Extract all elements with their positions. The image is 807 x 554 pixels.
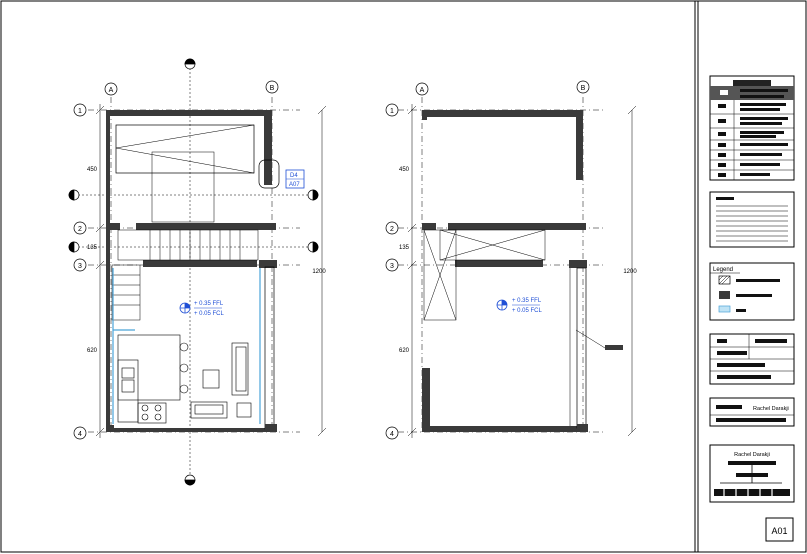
grid-row-3: 3 bbox=[78, 263, 82, 270]
designer-panel: Rachel Darakji bbox=[709, 397, 795, 427]
grid-col-b-right: B bbox=[581, 85, 586, 92]
level-upper-label-right: + 0.35 FFL bbox=[512, 298, 542, 304]
grid-row-4-right: 4 bbox=[390, 431, 394, 438]
level-lower-label-right: + 0.05 FCL bbox=[512, 308, 543, 314]
title-block: Legend Rachel Darakji bbox=[709, 75, 795, 542]
dim-450-right: 450 bbox=[399, 167, 410, 173]
legend-title: Legend bbox=[713, 267, 733, 273]
notes-panel bbox=[709, 191, 795, 248]
dim-620-right: 620 bbox=[399, 348, 410, 354]
detail-number: D4 bbox=[290, 173, 298, 179]
grid-col-a: A bbox=[109, 87, 114, 94]
project-info-table bbox=[709, 75, 795, 181]
grid-row-4: 4 bbox=[78, 431, 82, 438]
living-area bbox=[190, 342, 252, 419]
detail-sheet: A07 bbox=[289, 182, 300, 188]
level-upper-label: + 0.35 FFL bbox=[194, 301, 224, 307]
legend-panel: Legend bbox=[709, 262, 795, 321]
dim-135-right: 135 bbox=[399, 245, 410, 251]
grid-col-b: B bbox=[270, 85, 275, 92]
org-chart-name: Rachel Darakji bbox=[734, 452, 770, 458]
upper-floor-plan: + 0.35 FFL + 0.05 FCL A B 1 2 3 4 450 13… bbox=[385, 80, 637, 440]
staircase bbox=[111, 229, 259, 321]
dim-135: 135 bbox=[87, 245, 98, 251]
level-mark-right: + 0.35 FFL + 0.05 FCL bbox=[496, 298, 543, 314]
sheet-number: A01 bbox=[771, 526, 787, 536]
drawing-info-panel bbox=[709, 333, 795, 385]
kitchen bbox=[117, 334, 189, 424]
grid-row-2: 2 bbox=[78, 226, 82, 233]
grid-row-1-right: 1 bbox=[390, 108, 394, 115]
dim-1200-right: 1200 bbox=[623, 269, 637, 275]
dim-450: 450 bbox=[87, 167, 98, 173]
ground-floor-plan: + 0.35 FFL + 0.05 FCL D4 A07 A B 1 2 3 4 bbox=[68, 58, 326, 486]
detail-tag[interactable]: D4 A07 bbox=[285, 169, 305, 189]
sheet-number-box: A01 bbox=[765, 517, 794, 542]
dim-1200: 1200 bbox=[312, 269, 326, 275]
grid-row-1: 1 bbox=[78, 108, 82, 115]
level-mark-left: + 0.35 FFL + 0.05 FCL bbox=[179, 301, 225, 317]
section-marker bbox=[68, 58, 319, 486]
grid-row-3-right: 3 bbox=[390, 263, 394, 270]
dim-620: 620 bbox=[87, 348, 98, 354]
org-chart-panel: Rachel Darakji bbox=[709, 444, 795, 503]
roof-panel bbox=[115, 124, 255, 174]
grid-row-2-right: 2 bbox=[390, 226, 394, 233]
grid-col-a-right: A bbox=[420, 87, 425, 94]
designer-name: Rachel Darakji bbox=[753, 406, 789, 412]
level-lower-label: + 0.05 FCL bbox=[194, 311, 225, 317]
